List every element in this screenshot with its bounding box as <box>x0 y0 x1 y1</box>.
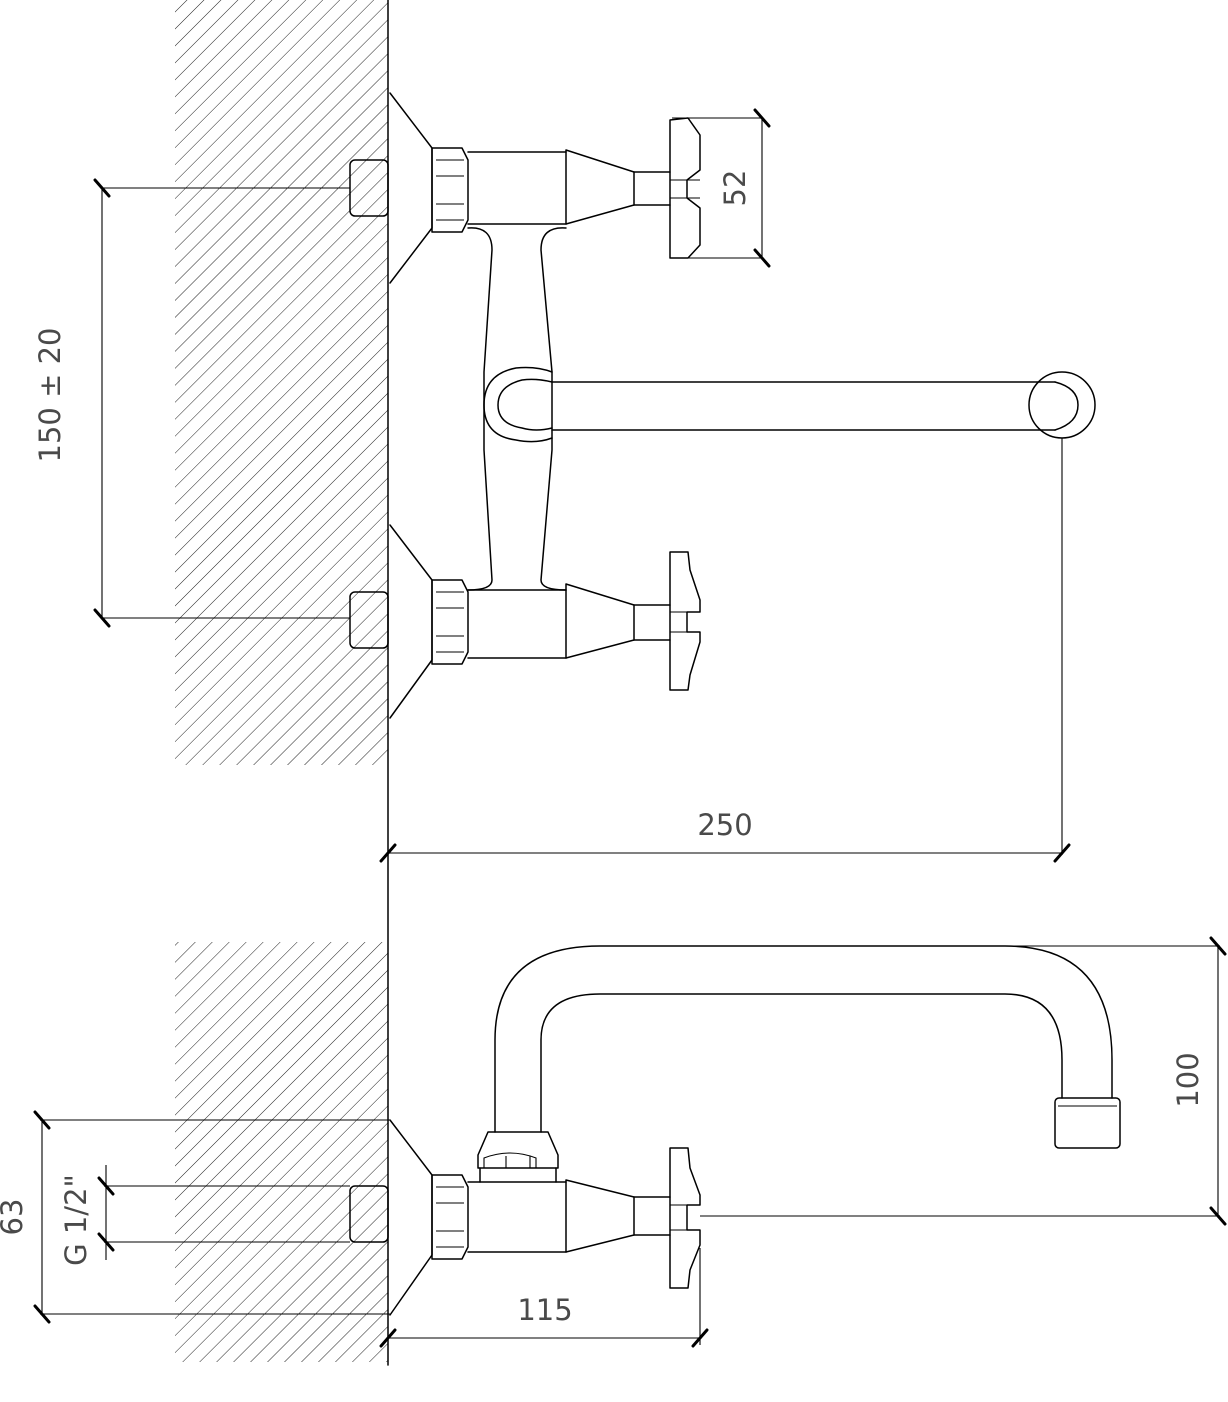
top-view-faucet <box>349 92 1096 719</box>
dimension-label-63: 63 <box>0 1199 29 1236</box>
dimension-handle-height: 52 <box>672 108 771 268</box>
dimension-label-250: 250 <box>697 808 752 842</box>
dimension-label-150: 150 ± 20 <box>33 328 67 463</box>
wall-hatching-top <box>175 0 388 765</box>
wall-hatching-bottom <box>175 942 388 1362</box>
dimension-thread-size: G 1/2" <box>59 1165 350 1266</box>
dimension-label-52: 52 <box>718 170 752 207</box>
dimension-valve-spacing: 150 ± 20 <box>33 178 350 628</box>
dimension-wall-to-handle: 115 <box>379 1248 709 1348</box>
side-view-faucet <box>349 945 1121 1316</box>
dimension-label-thread: G 1/2" <box>59 1174 93 1266</box>
dimension-spout-reach: 250 <box>379 438 1071 863</box>
dimension-label-115: 115 <box>517 1293 572 1327</box>
dimension-label-100: 100 <box>1171 1052 1205 1107</box>
dimension-overall-height: 63 <box>0 1110 390 1324</box>
dimension-spout-height: 100 <box>700 936 1227 1226</box>
